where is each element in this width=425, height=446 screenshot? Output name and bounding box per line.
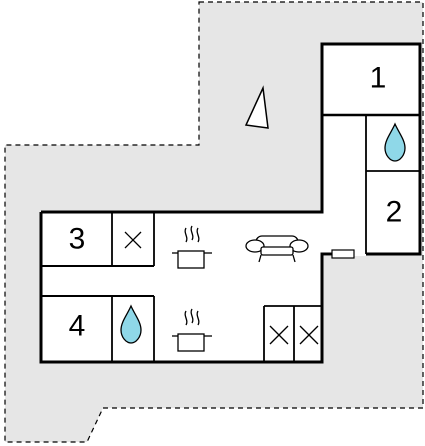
toilet-cross-icon [299,325,319,345]
interior-walls [41,113,420,362]
north-arrow-icon [244,85,269,129]
kitchen-pot-icon [172,225,212,269]
room-label-2: 2 [386,196,403,229]
entrance-door-icon [331,249,355,259]
toilet-cross-icon [124,231,142,249]
living-sofa-icon [245,235,309,263]
room-label-4: 4 [69,310,86,343]
building-walls [39,42,422,364]
room-label-3: 3 [69,223,86,256]
kitchen-pot-icon [172,308,212,352]
toilet-cross-icon [269,325,289,345]
bathroom-drop-icon [384,122,406,162]
room-label-1: 1 [370,62,387,95]
building-outline [41,44,422,362]
bathroom-drop-icon [120,304,142,344]
